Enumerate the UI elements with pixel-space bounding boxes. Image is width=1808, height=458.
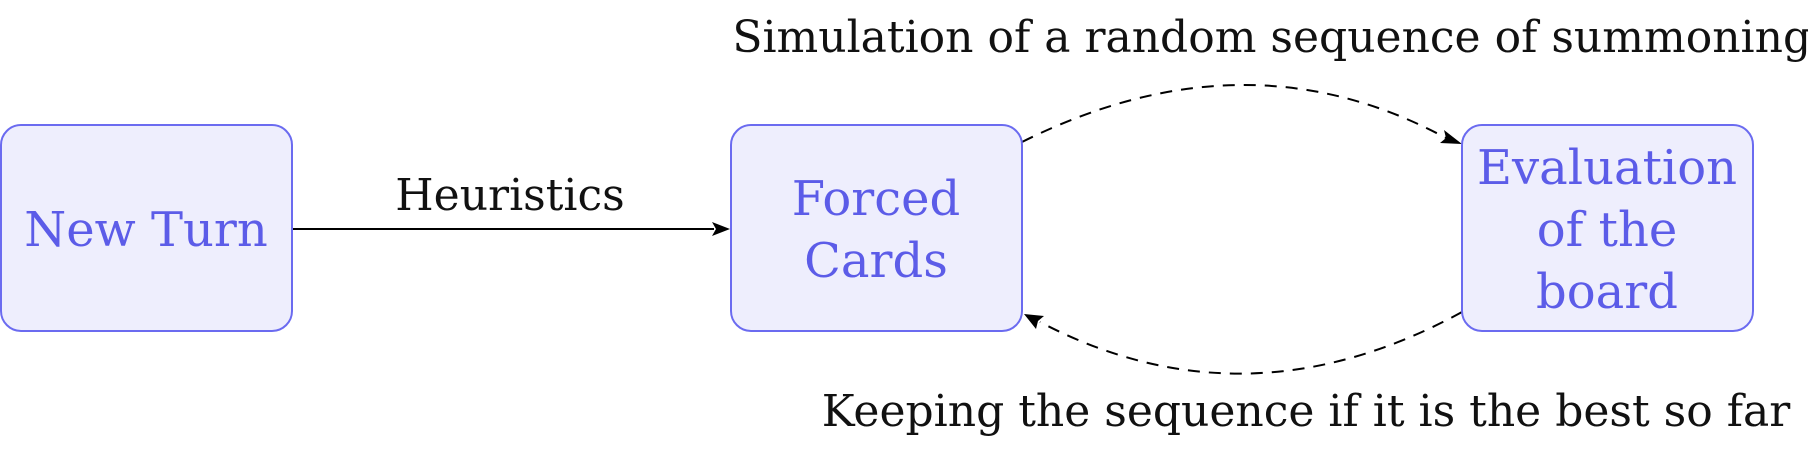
edge-label-simulation: Simulation of a random sequence of summo… bbox=[732, 12, 1808, 63]
node-new-turn-label: New Turn bbox=[24, 202, 268, 258]
node-evaluation-line-2: of the bbox=[1537, 202, 1678, 258]
node-forced-cards-line-2: Cards bbox=[804, 233, 948, 289]
edge-label-heuristics: Heuristics bbox=[395, 170, 624, 221]
edge-simulation bbox=[1021, 84, 1462, 144]
node-forced-cards-line-1: Forced bbox=[792, 171, 961, 227]
node-evaluation-line-1: Evaluation bbox=[1477, 140, 1737, 196]
edge-heuristics bbox=[293, 222, 730, 236]
node-evaluation-line-3: board bbox=[1536, 264, 1678, 320]
node-new-turn: New Turn bbox=[0, 124, 293, 332]
node-forced-cards: Forced Cards bbox=[730, 124, 1023, 332]
edge-label-keeping: Keeping the sequence if it is the best s… bbox=[822, 386, 1792, 437]
edge-keeping bbox=[1024, 311, 1463, 375]
node-evaluation: Evaluation of the board bbox=[1461, 124, 1754, 332]
